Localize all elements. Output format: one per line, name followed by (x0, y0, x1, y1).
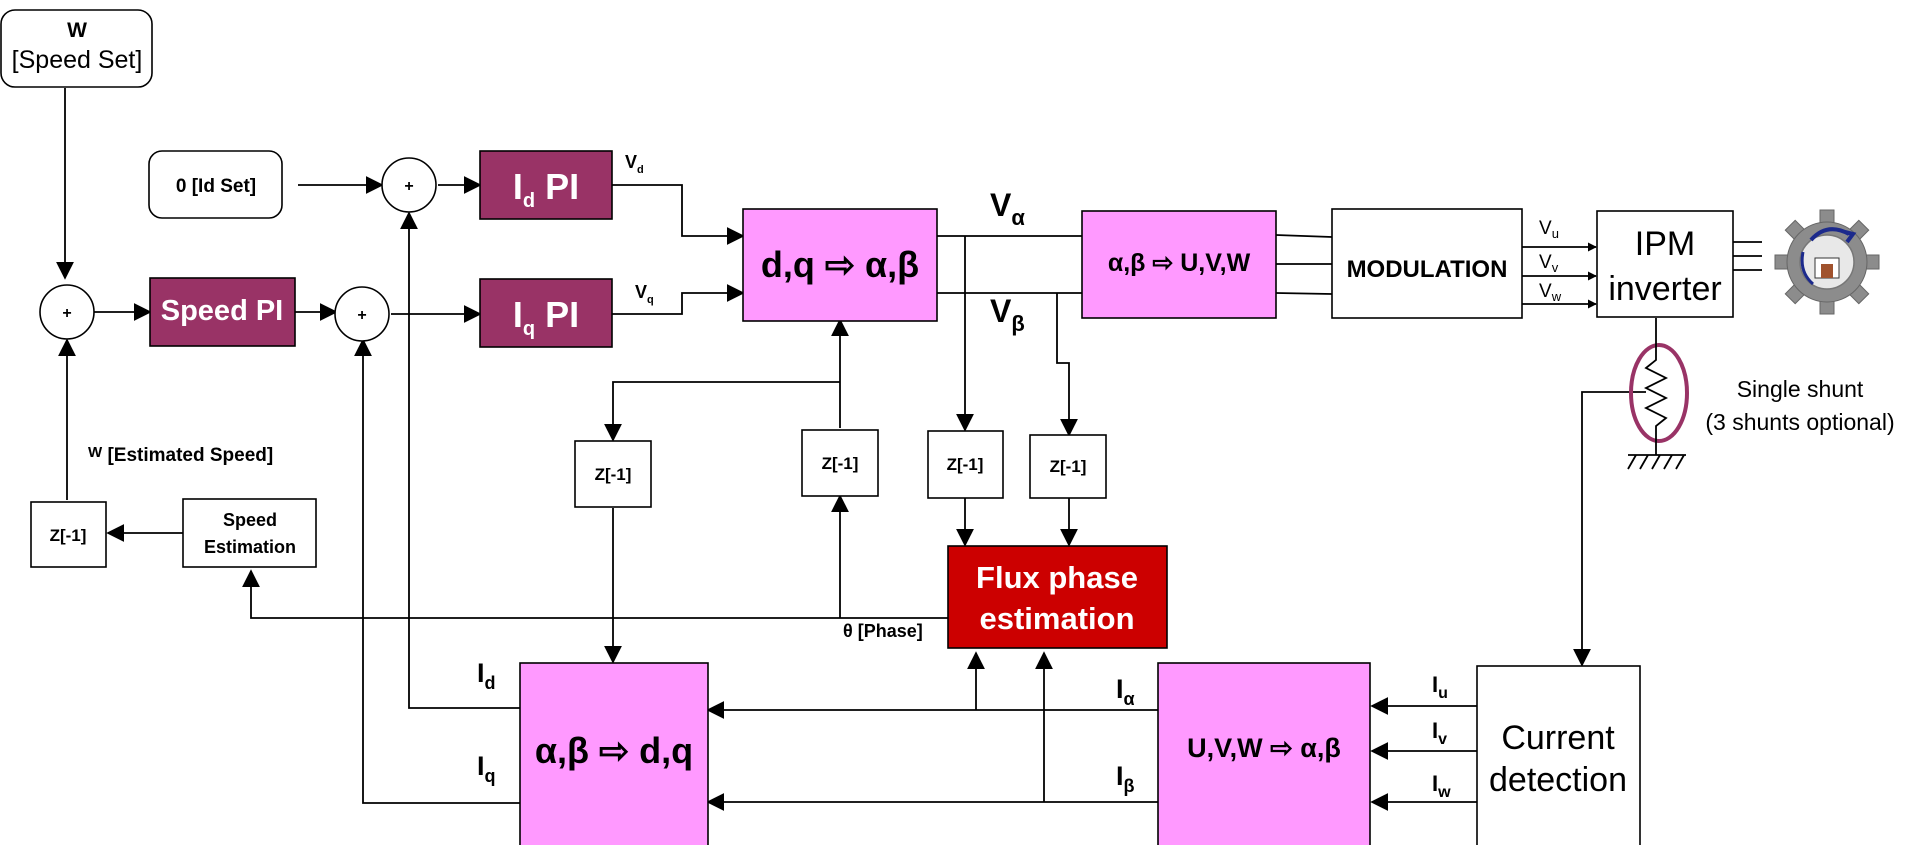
id-set-label: 0 [Id Set] (176, 176, 256, 197)
speed-set-block: W [Speed Set] (0, 9, 153, 88)
inverter-label: inverter (1608, 270, 1721, 308)
iw-label: Iw (1432, 771, 1451, 801)
svg-text:+: + (62, 305, 71, 322)
delay-block-vbeta: Z[-1] (1029, 434, 1107, 499)
svg-text:+: + (404, 178, 413, 195)
svg-text:+: + (357, 307, 366, 324)
svg-text:Z[-1]: Z[-1] (50, 526, 87, 545)
svg-text:Z[-1]: Z[-1] (595, 465, 632, 484)
svg-text:Current: Current (1501, 719, 1615, 757)
vw-label: Vw (1539, 281, 1562, 304)
svg-text:Z[-1]: Z[-1] (1050, 457, 1087, 476)
estimated-speed-label: W [Estimated Speed] (88, 444, 273, 466)
vq-label: Vq (635, 282, 654, 306)
iu-label: Iu (1432, 672, 1448, 702)
svg-text:Estimation: Estimation (204, 537, 296, 557)
sum-junction-iq: + (334, 286, 390, 342)
sum-junction-speed: + (39, 284, 95, 340)
ialpha-label: Iα (1116, 674, 1135, 709)
svg-text:Flux phase: Flux phase (976, 560, 1138, 595)
dq-to-alphabeta-block: d,q ⇨ α,β (742, 208, 938, 322)
delay-block-theta-right: Z[-1] (801, 429, 879, 497)
single-shunt-label: Single shunt (1737, 376, 1864, 402)
alphabeta-to-dq-label: α,β ⇨ d,q (535, 730, 693, 771)
alphabeta-to-uvw-block: α,β ⇨ U,V,W (1081, 210, 1277, 319)
ground-icon (1627, 454, 1686, 470)
id-pi-block: Id PI (479, 150, 613, 220)
speed-set-symbol: W (67, 19, 87, 42)
iq-feedback-label: Iq (477, 751, 496, 786)
vd-label: Vd (625, 152, 644, 176)
alphabeta-to-uvw-label: α,β ⇨ U,V,W (1108, 249, 1251, 277)
svg-text:Iq PI: Iq PI (513, 294, 579, 340)
current-detection-block: Current detection (1476, 665, 1641, 845)
alphabeta-to-dq-block: α,β ⇨ d,q (519, 662, 709, 845)
vu-label: Vu (1539, 218, 1559, 241)
speed-set-label: [Speed Set] (12, 46, 143, 74)
iq-pi-block: Iq PI (479, 278, 613, 348)
svg-text:detection: detection (1489, 761, 1627, 799)
id-set-block: 0 [Id Set] (148, 150, 283, 219)
id-feedback-label: Id (477, 658, 496, 693)
modulation-block: MODULATION (1331, 208, 1523, 319)
speed-pi-label: Speed PI (161, 295, 284, 327)
speed-pi-block: Speed PI (149, 277, 296, 347)
speed-estimation-block: Speed Estimation (182, 498, 317, 568)
shunt-resistor-icon (1629, 340, 1689, 455)
ibeta-label: Iβ (1116, 761, 1135, 796)
svg-text:Z[-1]: Z[-1] (947, 455, 984, 474)
shunts-optional-label: (3 shunts optional) (1705, 409, 1894, 435)
uvw-to-alphabeta-label: U,V,W ⇨ α,β (1187, 733, 1341, 763)
svg-text:Speed: Speed (223, 510, 277, 530)
delay-block-theta-left: Z[-1] (574, 440, 652, 508)
iv-label: Iv (1432, 718, 1447, 748)
ipm-label: IPM (1635, 225, 1695, 263)
ipm-inverter-block: IPM inverter (1596, 210, 1734, 318)
flux-phase-estimation-block: Flux phase estimation (947, 545, 1168, 649)
signal-wires (56, 88, 1762, 811)
svg-text:estimation: estimation (979, 601, 1134, 636)
dq-to-alphabeta-label: d,q ⇨ α,β (761, 244, 919, 285)
delay-block-valpha: Z[-1] (927, 430, 1004, 499)
valpha-label: Vα (990, 187, 1025, 230)
vbeta-label: Vβ (990, 293, 1025, 336)
svg-text:Id PI: Id PI (513, 166, 579, 212)
uvw-to-alphabeta-block: U,V,W ⇨ α,β (1157, 662, 1371, 845)
svg-text:Z[-1]: Z[-1] (822, 454, 859, 473)
sum-junction-id: + (381, 157, 437, 213)
motor-gear-icon (1774, 209, 1880, 315)
phase-label: θ [Phase] (843, 621, 923, 641)
vv-label: Vv (1539, 252, 1559, 275)
modulation-label: MODULATION (1347, 256, 1508, 283)
delay-block-speed: Z[-1] (30, 501, 107, 568)
